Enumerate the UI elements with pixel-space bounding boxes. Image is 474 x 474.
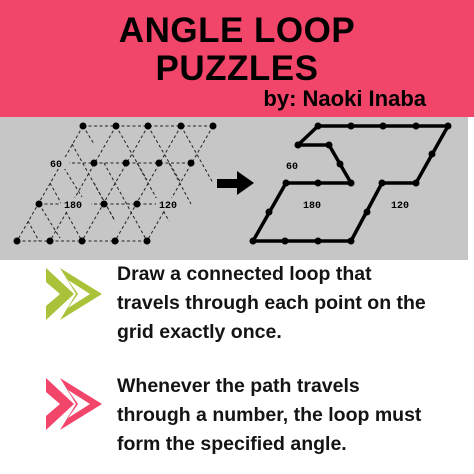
right-arrow-icon [217, 171, 254, 195]
title-line-1: ANGLE LOOP [118, 11, 356, 50]
rule-1-line-2: travels through each point on the [117, 292, 426, 314]
title-line-2: PUZZLES [155, 49, 319, 88]
rule-2-text: Whenever the path travels through a numb… [117, 372, 467, 459]
grid-label-180: 180 [64, 201, 82, 212]
panel-edge [468, 117, 474, 260]
empty-grid [16, 125, 214, 242]
solution-label-120: 120 [391, 201, 409, 212]
author-byline: by: Naoki Inaba [263, 86, 426, 111]
grid-label-60: 60 [50, 160, 62, 171]
solution-label-180: 180 [303, 201, 321, 212]
rule-1-line-1: Draw a connected loop that [117, 263, 372, 285]
example-diagram-svg: 60 180 120 60 180 12 [13, 122, 452, 245]
rule-2-line-2: through a number, the loop must [117, 404, 422, 426]
double-chevron-right-icon [46, 268, 102, 325]
header-banner: ANGLE LOOP PUZZLES by: Naoki Inaba [0, 0, 474, 117]
rule-1-line-3: grid exactly once. [117, 321, 282, 343]
double-chevron-right-icon [46, 378, 102, 435]
grid-label-120: 120 [159, 201, 177, 212]
example-diagram: 60 180 120 60 180 12 [0, 117, 474, 260]
rule-2-line-3: form the specified angle. [117, 433, 347, 455]
rule-2-line-1: Whenever the path travels [117, 375, 360, 397]
solved-loop-points [249, 122, 452, 245]
solution-label-60: 60 [286, 162, 298, 173]
rule-1-text: Draw a connected loop that travels throu… [117, 260, 467, 347]
